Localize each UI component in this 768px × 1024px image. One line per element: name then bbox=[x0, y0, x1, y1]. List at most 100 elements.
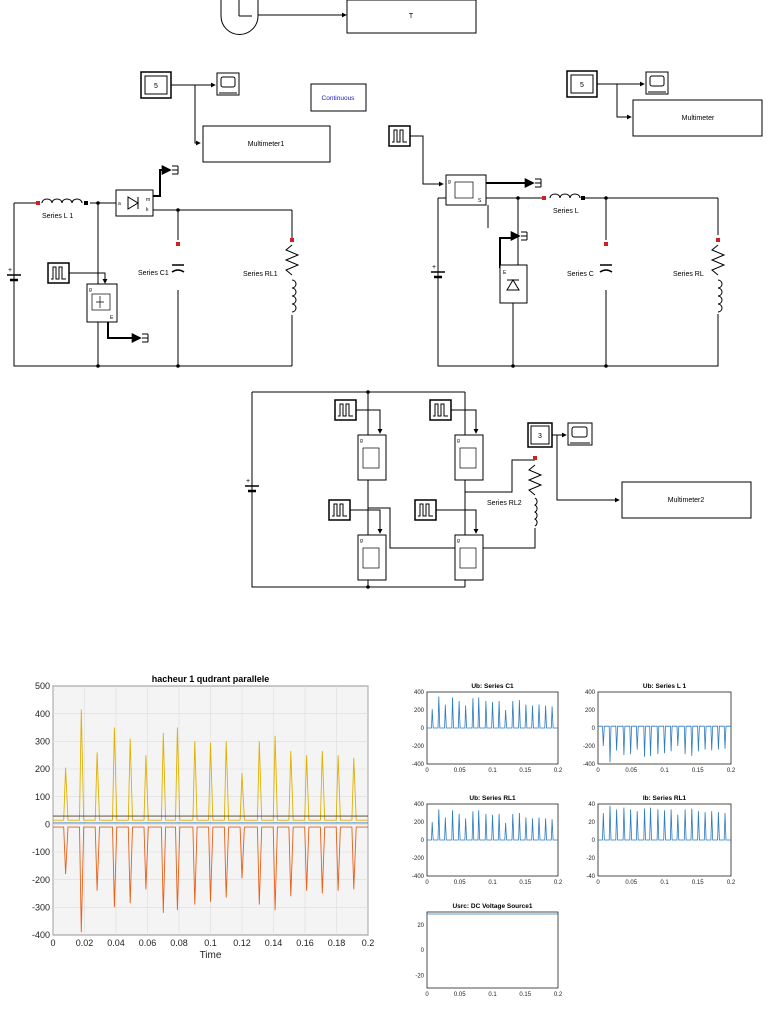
svg-text:g: g bbox=[360, 438, 363, 444]
multimeter2-block[interactable]: Multimeter2 bbox=[621, 481, 752, 519]
signal-trace bbox=[427, 696, 558, 729]
load-series-rl[interactable]: Series RL bbox=[673, 238, 726, 313]
dc-source-3[interactable]: + bbox=[245, 478, 259, 493]
plot-title: Ub: Series L 1 bbox=[643, 683, 687, 690]
inductor-series-l1[interactable]: Series L 1 bbox=[36, 198, 88, 220]
inductor-series-l[interactable]: Series L bbox=[542, 193, 585, 215]
terminator-icon bbox=[172, 165, 179, 175]
dc-source-3-plus: + bbox=[246, 478, 250, 485]
y-tick-label: -20 bbox=[415, 973, 424, 979]
dc-source-1[interactable]: + bbox=[7, 267, 21, 282]
multimeter-block[interactable]: Multimeter bbox=[632, 99, 763, 137]
y-tick-label: 200 bbox=[414, 708, 425, 714]
svg-text:m: m bbox=[146, 197, 150, 203]
mosfet-block-6[interactable]: g bbox=[454, 534, 484, 581]
svg-text:g: g bbox=[89, 287, 92, 293]
load-series-rl1[interactable]: Series RL1 bbox=[243, 238, 300, 313]
y-tick-label: 0 bbox=[592, 838, 596, 844]
pulse-generator-4[interactable] bbox=[429, 399, 452, 421]
x-tick-label: 0.06 bbox=[139, 938, 157, 948]
multimeter-label: Multimeter bbox=[682, 115, 715, 122]
mosfet-block-3[interactable]: g bbox=[357, 434, 387, 481]
pulse-generator-2[interactable] bbox=[388, 125, 411, 147]
dc-source-1-plus: + bbox=[8, 267, 12, 274]
x-axis-label: Time bbox=[200, 950, 222, 961]
x-tick-label: 0.2 bbox=[727, 880, 736, 886]
mosfet-block-2[interactable]: g S bbox=[445, 174, 487, 206]
y-tick-label: -40 bbox=[586, 874, 595, 880]
diode-block-2[interactable]: E bbox=[499, 264, 528, 304]
y-tick-label: 0 bbox=[592, 726, 596, 732]
x-tick-label: 0.2 bbox=[554, 992, 563, 998]
x-tick-label: 0.15 bbox=[692, 768, 704, 774]
clock-block[interactable] bbox=[220, 0, 259, 35]
display-block-2[interactable]: 5 bbox=[566, 70, 598, 98]
y-tick-label: 400 bbox=[414, 802, 425, 808]
powergui-block[interactable]: Continuous bbox=[310, 83, 367, 112]
scope-block-2[interactable] bbox=[645, 71, 669, 95]
signal-trace bbox=[427, 809, 558, 841]
multimeter1-block[interactable]: Multimeter1 bbox=[202, 125, 331, 163]
inductor-series-l1-label: Series L 1 bbox=[42, 213, 73, 220]
plot-title: Ib: Series RL1 bbox=[643, 795, 687, 802]
x-tick-label: 0.1 bbox=[488, 880, 497, 886]
display-block-1[interactable]: 5 bbox=[140, 71, 172, 99]
x-tick-label: 0 bbox=[596, 768, 600, 774]
y-tick-label: -200 bbox=[32, 875, 50, 885]
time-display-block[interactable]: T bbox=[346, 0, 477, 34]
svg-text:E: E bbox=[503, 270, 507, 276]
series-line-1 bbox=[53, 826, 368, 933]
y-tick-label: -300 bbox=[32, 902, 50, 912]
circuit-1: 5 Multimeter1 + bbox=[7, 71, 331, 368]
capacitor-series-c1[interactable]: Series C1 bbox=[138, 242, 185, 277]
plot-title: Ub: Series RL1 bbox=[469, 795, 516, 802]
scope-block-1[interactable] bbox=[216, 72, 240, 96]
mosfet-block-5[interactable]: g bbox=[357, 534, 387, 581]
dc-source-2[interactable]: + bbox=[431, 264, 445, 279]
plot-title: hacheur 1 qudrant parallele bbox=[152, 674, 270, 684]
load-series-rl2[interactable]: Series RL2 bbox=[487, 456, 543, 527]
x-tick-label: 0.15 bbox=[519, 768, 531, 774]
scope-block-3[interactable] bbox=[567, 422, 593, 446]
x-tick-label: 0.1 bbox=[488, 992, 497, 998]
x-tick-label: 0.04 bbox=[107, 938, 125, 948]
display-3-value: 3 bbox=[538, 433, 542, 440]
terminator-icon bbox=[142, 333, 149, 343]
x-tick-label: 0.15 bbox=[692, 880, 704, 886]
mosfet-block-4[interactable]: g bbox=[454, 434, 484, 481]
pulse-generator-3[interactable] bbox=[334, 399, 357, 421]
x-tick-label: 0.15 bbox=[519, 880, 531, 886]
x-tick-label: 0 bbox=[425, 768, 429, 774]
signal-trace bbox=[598, 725, 731, 763]
pulse-generator-5[interactable] bbox=[328, 499, 351, 521]
capacitor-series-c1-label: Series C1 bbox=[138, 270, 169, 277]
svg-text:a: a bbox=[118, 201, 121, 207]
terminator-icon bbox=[521, 231, 528, 241]
x-tick-label: 0.14 bbox=[265, 938, 283, 948]
svg-text:g: g bbox=[457, 538, 460, 544]
capacitor-series-c[interactable]: Series C bbox=[567, 242, 613, 278]
x-tick-label: 0.2 bbox=[554, 768, 563, 774]
y-tick-label: 0 bbox=[421, 948, 425, 954]
x-tick-label: 0.2 bbox=[727, 768, 736, 774]
display-block-3[interactable]: 3 bbox=[527, 422, 553, 448]
multimeter2-label: Multimeter2 bbox=[668, 497, 705, 504]
x-tick-label: 0.16 bbox=[296, 938, 314, 948]
pulse-generator-1[interactable] bbox=[47, 262, 70, 284]
y-tick-label: 500 bbox=[35, 681, 50, 691]
igbt-block-1[interactable]: g E bbox=[86, 283, 118, 323]
x-tick-label: 0.05 bbox=[454, 992, 466, 998]
diode-block-1[interactable]: a m k bbox=[115, 189, 154, 217]
load-series-rl-label: Series RL bbox=[673, 271, 704, 278]
pulse-generator-6[interactable] bbox=[414, 499, 437, 521]
time-display-label: T bbox=[409, 13, 414, 20]
y-tick-label: 20 bbox=[588, 820, 595, 826]
y-tick-label: 400 bbox=[35, 709, 50, 719]
svg-text:k: k bbox=[146, 207, 149, 213]
display-1-value: 5 bbox=[154, 83, 158, 90]
y-tick-label: -400 bbox=[412, 762, 425, 768]
